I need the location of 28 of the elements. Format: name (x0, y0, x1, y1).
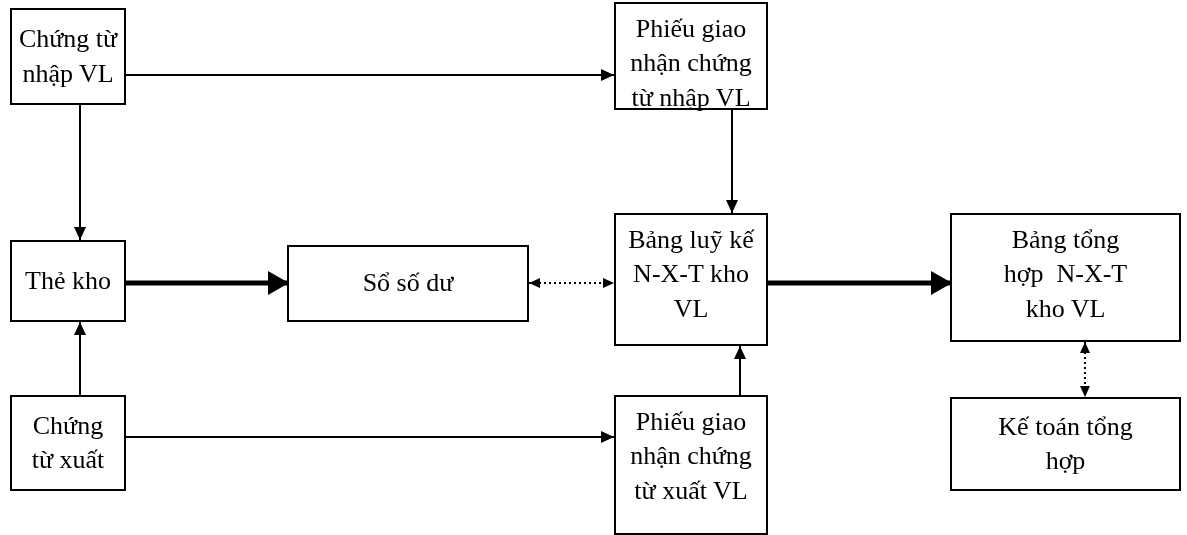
box-label: Bảng tổng hợp N-X-T kho VL (1002, 224, 1129, 325)
process-box (614, 2, 768, 110)
process-box (10, 395, 126, 491)
process-box (10, 240, 126, 322)
arrow (74, 104, 86, 241)
arrow (1080, 341, 1090, 398)
box-label: Chứng từ nhập VL (18, 23, 118, 90)
box-label: Sổ số dư (362, 267, 454, 300)
process-box (614, 395, 768, 535)
arrow (726, 109, 738, 214)
process-box (287, 245, 529, 322)
process-box (950, 213, 1181, 342)
process-box (10, 8, 126, 105)
box-label: Kế toán tổng hợp (997, 410, 1134, 477)
arrow (126, 271, 289, 295)
process-box (950, 397, 1181, 491)
arrow (125, 431, 615, 443)
process-box (614, 213, 768, 346)
box-label: Phiếu giao nhận chứng từ xuất VL (629, 406, 753, 507)
box-label: Thẻ kho (25, 264, 111, 297)
box-label: Chứng từ xuất (30, 409, 106, 476)
arrow (125, 69, 615, 81)
box-label: Phiếu giao nhận chứng từ nhập VL (629, 13, 753, 114)
box-label: Bảng luỹ kế N-X-T kho VL (627, 224, 756, 325)
arrow (768, 271, 952, 295)
arrow (74, 321, 86, 396)
arrow (528, 278, 615, 288)
arrow (734, 345, 746, 396)
